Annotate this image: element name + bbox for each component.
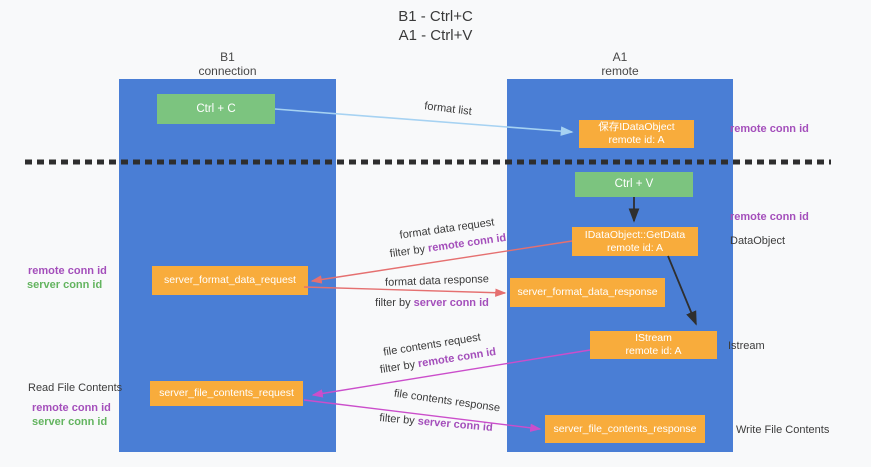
edge-label-filter-server-2: filter by server conn id [379,412,493,434]
node-ctrl-v: Ctrl + V [575,172,693,197]
node-getdata-line2: remote id: A [606,241,663,254]
node-ctrl-v-label: Ctrl + V [614,178,654,190]
node-istream-line1: IStream [635,332,672,344]
node-server-file-contents-request: server_file_contents_request [150,381,303,406]
node-save-dataobject-line1: 保存IDataObject [598,121,675,133]
node-server-file-contents-response-label: server_file_contents_response [553,422,697,435]
lane-a1-title: A1 [612,50,628,64]
node-server-format-data-request-label: server_format_data_request [164,274,296,286]
lane-header-a1: A1 remote [507,50,733,78]
filter-by-text-1: filter by [389,243,426,261]
filter-by-text-2: filter by [375,297,411,309]
node-server-file-contents-response: server_file_contents_response [545,415,705,443]
node-istream-line2: remote id: A [625,345,682,357]
node-idataobject-getdata-label: IDataObject::GetData remote id: A [585,229,685,255]
node-idataobject-getdata: IDataObject::GetData remote id: A [572,227,698,256]
node-server-format-data-response-label: server_format_data_response [517,286,658,298]
label-write-file-contents: Write File Contents [736,424,830,436]
node-getdata-line1: IDataObject::GetData [584,228,686,241]
diagram-title: B1 - Ctrl+C A1 - Ctrl+V [0,7,871,45]
label-remote-conn-id-format: remote conn id [28,265,107,277]
node-istream-label: IStream remote id: A [625,332,681,358]
label-remote-conn-id-mid: remote conn id [730,211,809,223]
label-server-conn-id-file: server conn id [32,416,108,428]
node-istream: IStream remote id: A [590,331,717,359]
node-server-format-data-response: server_format_data_response [510,278,665,307]
lane-b1-subtitle: connection [198,64,257,78]
node-server-file-contents-request-label: server_file_contents_request [159,387,294,399]
lane-header-b1: B1 connection [119,50,336,78]
label-dataobject: DataObject [730,235,786,247]
filter-server-conn-id-1: server conn id [413,297,489,309]
node-save-dataobject-line2: remote id: A [608,134,665,146]
diagram-title-line1: B1 - Ctrl+C [398,8,473,25]
node-ctrl-c-label: Ctrl + C [196,102,236,115]
edge-label-filter-server-1: filter by server conn id [375,297,489,309]
label-istream: Istream [728,340,765,352]
label-read-file-contents: Read File Contents [28,382,123,394]
filter-by-text-3: filter by [379,358,417,377]
node-save-dataobject-label: 保存IDataObject remote id: A [598,121,674,147]
label-server-conn-id-format: server conn id [27,279,103,291]
node-server-format-data-request: server_format_data_request [152,266,308,295]
lane-b1-title: B1 [220,50,235,64]
edge-label-format-data-response: format data response [384,273,490,289]
lane-a1-subtitle: remote [601,64,639,78]
label-remote-conn-id-file: remote conn id [32,402,111,414]
edge-label-file-contents-response: file contents response [393,387,501,415]
node-save-dataobject: 保存IDataObject remote id: A [579,120,694,148]
filter-server-conn-id-2: server conn id [417,415,494,434]
label-remote-conn-id-top: remote conn id [730,123,809,135]
node-ctrl-c: Ctrl + C [157,94,275,124]
filter-by-text-4: filter by [378,412,416,428]
diagram-title-line2: A1 - Ctrl+V [398,27,473,44]
edge-label-format-list: format list [423,100,473,118]
